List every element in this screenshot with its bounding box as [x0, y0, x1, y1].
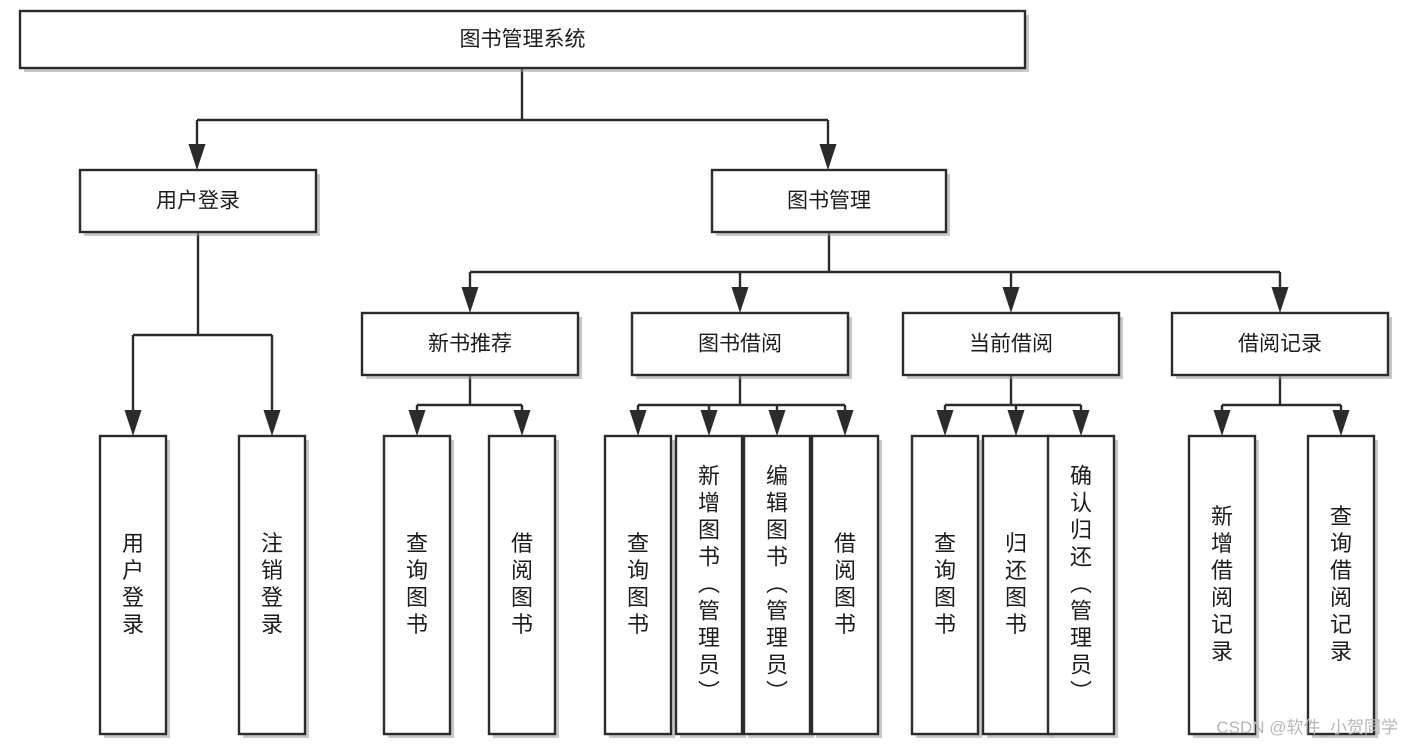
node-label: 归还图书 [1005, 531, 1027, 637]
node-leaf-query-book-1[interactable]: 查询图书 [382, 434, 454, 738]
node-leaf-query-book-2[interactable]: 查询图书 [603, 434, 675, 738]
node-new-book-recommend[interactable]: 新书推荐 [360, 311, 582, 379]
node-leaf-return-book[interactable]: 归还图书 [981, 434, 1053, 738]
connector-edge-recommend-bus [408, 375, 531, 436]
node-current-borrow[interactable]: 当前借阅 [901, 311, 1123, 379]
node-root-root[interactable]: 图书管理系统 [18, 9, 1029, 72]
node-label: 确认归还︵管理员︶ [1070, 464, 1092, 705]
node-box[interactable] [674, 434, 744, 736]
node-box[interactable] [1046, 434, 1116, 736]
node-label: 图书借阅 [698, 333, 782, 356]
node-label: 查询图书 [627, 531, 649, 637]
node-leaf-add-borrow-record[interactable]: 新增借阅记录 [1187, 434, 1259, 738]
connector-edge-current-bus [936, 375, 1090, 436]
node-label: 注销登录 [261, 531, 283, 637]
node-book-manage[interactable]: 图书管理 [710, 168, 950, 236]
node-leaf-query-book-3[interactable]: 查询图书 [910, 434, 982, 738]
node-leaf-borrow-book-1[interactable]: 借阅图书 [487, 434, 559, 738]
node-box[interactable] [487, 434, 557, 736]
node-label: 查询借阅记录 [1330, 504, 1352, 664]
node-label: 用户登录 [122, 531, 144, 637]
node-leaf-confirm-return-admin[interactable]: 确认归还︵管理员︶ [1046, 434, 1118, 738]
node-box[interactable] [360, 311, 580, 377]
node-box[interactable] [981, 434, 1051, 736]
node-label: 编辑图书︵管理员︶ [766, 464, 788, 705]
connector-layer [124, 68, 1350, 436]
node-label: 用户登录 [156, 190, 240, 213]
node-user-login[interactable]: 用户登录 [78, 168, 320, 236]
node-label: 查询图书 [406, 531, 428, 637]
connector-edge-userlogin-bus [124, 232, 281, 436]
node-label: 图书管理系统 [460, 28, 586, 51]
node-box[interactable] [710, 168, 948, 234]
node-book-borrow[interactable]: 图书借阅 [630, 311, 852, 379]
node-box[interactable] [1306, 434, 1376, 736]
node-box[interactable] [901, 311, 1121, 377]
node-leaf-user-login[interactable]: 用户登录 [98, 434, 170, 738]
connector-edge-root-bus [188, 68, 837, 170]
connector-edge-record-bus [1213, 375, 1350, 436]
node-label: 当前借阅 [969, 333, 1053, 356]
node-label: 查询图书 [934, 531, 956, 637]
node-box[interactable] [630, 311, 850, 377]
node-box[interactable] [237, 434, 307, 736]
node-borrow-record[interactable]: 借阅记录 [1170, 311, 1392, 379]
node-label: 新增借阅记录 [1211, 504, 1233, 664]
node-leaf-add-book-admin[interactable]: 新增图书︵管理员︶ [674, 434, 746, 738]
node-box[interactable] [910, 434, 980, 736]
node-leaf-edit-book-admin[interactable]: 编辑图书︵管理员︶ [742, 434, 814, 738]
node-leaf-logout-login[interactable]: 注销登录 [237, 434, 309, 738]
node-layer: 图书管理系统用户登录图书管理新书推荐图书借阅当前借阅借阅记录用户登录注销登录查询… [18, 9, 1392, 738]
node-label: 新书推荐 [428, 333, 512, 356]
node-label: 借阅记录 [1238, 333, 1322, 356]
node-label: 图书管理 [787, 190, 871, 213]
connector-edge-bookmanage-bus [461, 232, 1289, 313]
node-label: 新增图书︵管理员︶ [698, 464, 720, 705]
node-box[interactable] [1187, 434, 1257, 736]
node-box[interactable] [742, 434, 812, 736]
node-leaf-borrow-book-2[interactable]: 借阅图书 [810, 434, 882, 738]
node-box[interactable] [810, 434, 880, 736]
connector-edge-borrow-bus [629, 375, 854, 436]
node-label: 借阅图书 [834, 531, 856, 637]
node-box[interactable] [1170, 311, 1390, 377]
node-box[interactable] [18, 9, 1027, 70]
node-box[interactable] [98, 434, 168, 736]
csdn-watermark: CSDN @软件_小贺同学 [1216, 718, 1398, 737]
node-box[interactable] [78, 168, 318, 234]
node-box[interactable] [603, 434, 673, 736]
node-box[interactable] [382, 434, 452, 736]
node-label: 借阅图书 [511, 531, 533, 637]
node-leaf-query-borrow-record[interactable]: 查询借阅记录 [1306, 434, 1378, 738]
